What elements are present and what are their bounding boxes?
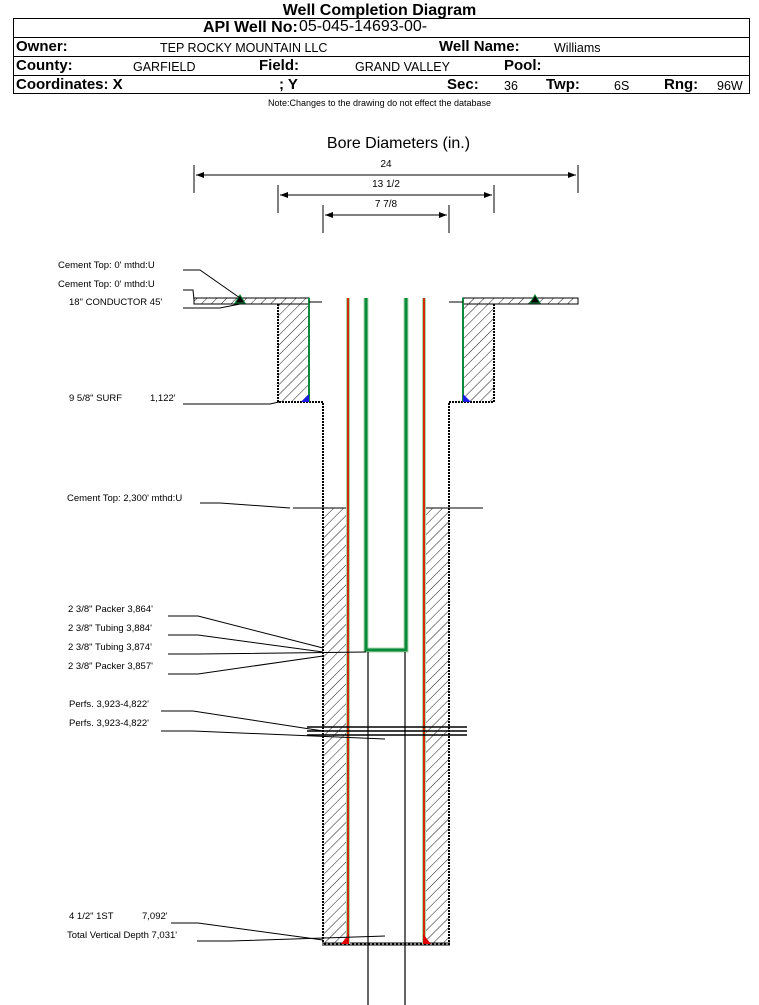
coords-x-label: Coordinates: X [16,76,123,93]
production-shoe-right [423,934,431,944]
county-value: GARFIELD [133,60,196,74]
label-tubing-2: 2 3/8" Tubing 3,874' [68,642,152,653]
label-surf-name: 9 5/8" SURF [69,393,123,404]
twp-label: Twp: [546,76,580,93]
rng-label: Rng: [664,76,699,93]
tubing-string [364,298,408,652]
rng-value: 96W [717,79,743,93]
owner-row: Owner: TEP ROCKY MOUNTAIN LLC Well Name:… [14,38,749,57]
diagram-title: Well Completion Diagram [282,2,477,19]
owner-value: TEP ROCKY MOUNTAIN LLC [160,41,328,55]
surface-shoe-left [301,394,309,402]
production-shoe-left [341,934,349,944]
label-tubing-1: 2 3/8" Tubing 3,884' [68,623,152,634]
sec-value: 36 [504,79,518,93]
surface-cement-left [278,304,309,402]
bore-diameters-title: Bore Diameters (in.) [326,135,471,152]
dim-label-13-1-2: 13 1/2 [372,179,400,190]
dim-line-24 [193,165,579,193]
disclaimer-note: Note:Changes to the drawing do not effec… [268,98,491,108]
label-packer-2: 2 3/8" Packer 3,857' [68,661,153,672]
well-name-label: Well Name: [439,38,520,55]
label-cement-top-2: Cement Top: 0' mthd:U [58,279,155,290]
dim-line-13-1-2 [277,185,495,213]
surface-cement-right [463,304,494,402]
production-cement-right [425,508,449,944]
coords-y-label: ; Y [279,76,298,93]
cement-top-marker-left [234,294,246,304]
owner-label: Owner: [16,38,68,55]
api-row: API Well No: 05-045-14693-00- [14,18,749,38]
field-value: GRAND VALLEY [355,60,450,74]
label-conductor: 18" CONDUCTOR 45' [69,297,163,308]
county-row: County: GARFIELD Field: GRAND VALLEY Poo… [14,57,749,76]
pool-label: Pool: [504,57,542,74]
api-value: 05-045-14693-00- [299,18,428,35]
label-prod-name: 4 1/2" 1ST [69,911,114,922]
production-cement-left [323,508,347,944]
twp-value: 6S [614,79,630,93]
cement-top-marker-right [529,294,541,304]
surface-shoe-right [463,394,471,402]
sec-label: Sec: [447,76,479,93]
api-label: API Well No: [203,19,298,36]
conductor-cement-right [462,297,579,305]
perforations [307,726,467,736]
well-header-table: API Well No: 05-045-14693-00- Owner: TEP… [13,18,750,94]
field-label: Field: [259,57,299,74]
dim-label-7-7-8: 7 7/8 [374,199,398,210]
label-perfs-2: Perfs. 3,923-4,822' [69,718,149,729]
conductor-cement-left [193,297,310,305]
leader-lines [161,269,386,942]
coords-row: Coordinates: X ; Y Sec: 36 Twp: 6S Rng: … [14,76,749,95]
label-cement-top-3: Cement Top: 2,300' mthd:U [67,493,183,504]
label-packer-1: 2 3/8" Packer 3,864' [68,604,153,615]
county-label: County: [16,57,73,74]
dim-line-7-7-8 [322,205,450,233]
label-cement-top-1: Cement Top: 0' mthd:U [58,260,155,271]
label-perfs-1: Perfs. 3,923-4,822' [69,699,149,710]
label-tvd: Total Vertical Depth 7,031' [67,930,178,941]
label-surf-depth: 1,122' [150,393,176,404]
label-prod-depth: 7,092' [142,911,168,922]
well-name-value: Williams [554,41,601,55]
dim-label-24: 24 [380,159,392,170]
